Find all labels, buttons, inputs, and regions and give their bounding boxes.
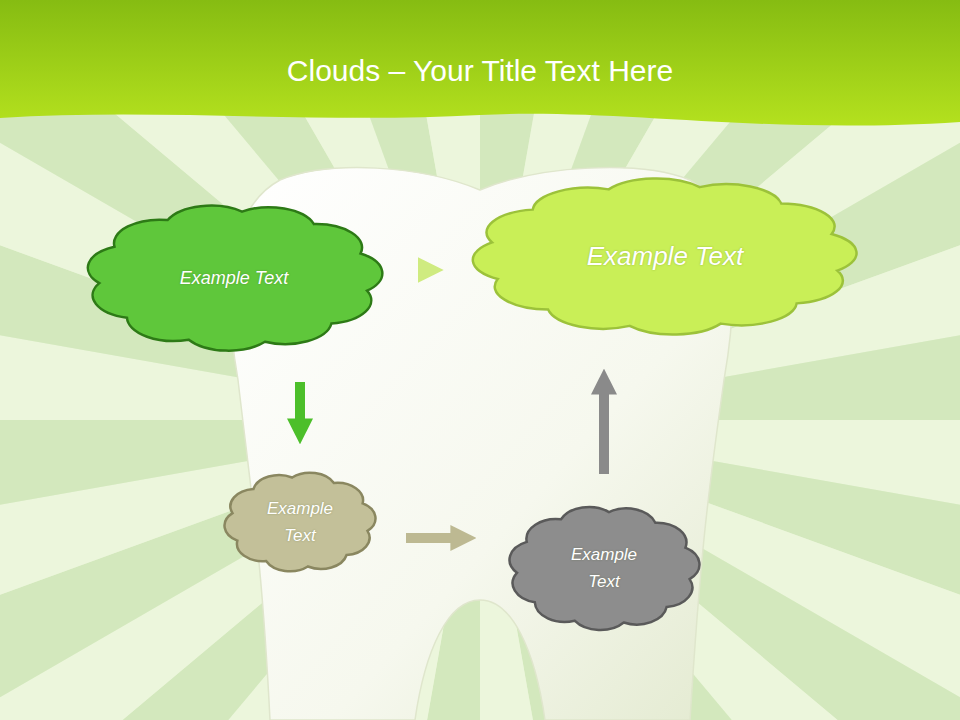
- cloud-text: Example Text: [252, 495, 348, 549]
- cloud-box: Example Text: [218, 466, 382, 578]
- cloud-box: Example Text: [500, 498, 708, 638]
- cloud-shape: [225, 473, 376, 572]
- slide-title: Clouds – Your Title Text Here: [0, 54, 960, 88]
- flow-arrow: [427, 265, 433, 275]
- cloud-text: Example Text: [554, 541, 654, 595]
- cloud-box: Example Text: [455, 168, 874, 345]
- flow-arrow: [295, 382, 305, 434]
- cloud-text: Example Text: [535, 236, 795, 278]
- cloud-box: Example Text: [73, 195, 396, 360]
- cloud-text: Example Text: [134, 263, 334, 292]
- cloud-shape: [473, 178, 857, 334]
- title-banner: [0, 0, 960, 126]
- cloud-outline: [500, 498, 708, 638]
- cloud-shape: [88, 206, 383, 351]
- flow-arrow: [599, 379, 609, 474]
- cloud-outline: [218, 466, 382, 578]
- flow-arrow: [406, 533, 466, 543]
- cloud-shape: [510, 507, 700, 630]
